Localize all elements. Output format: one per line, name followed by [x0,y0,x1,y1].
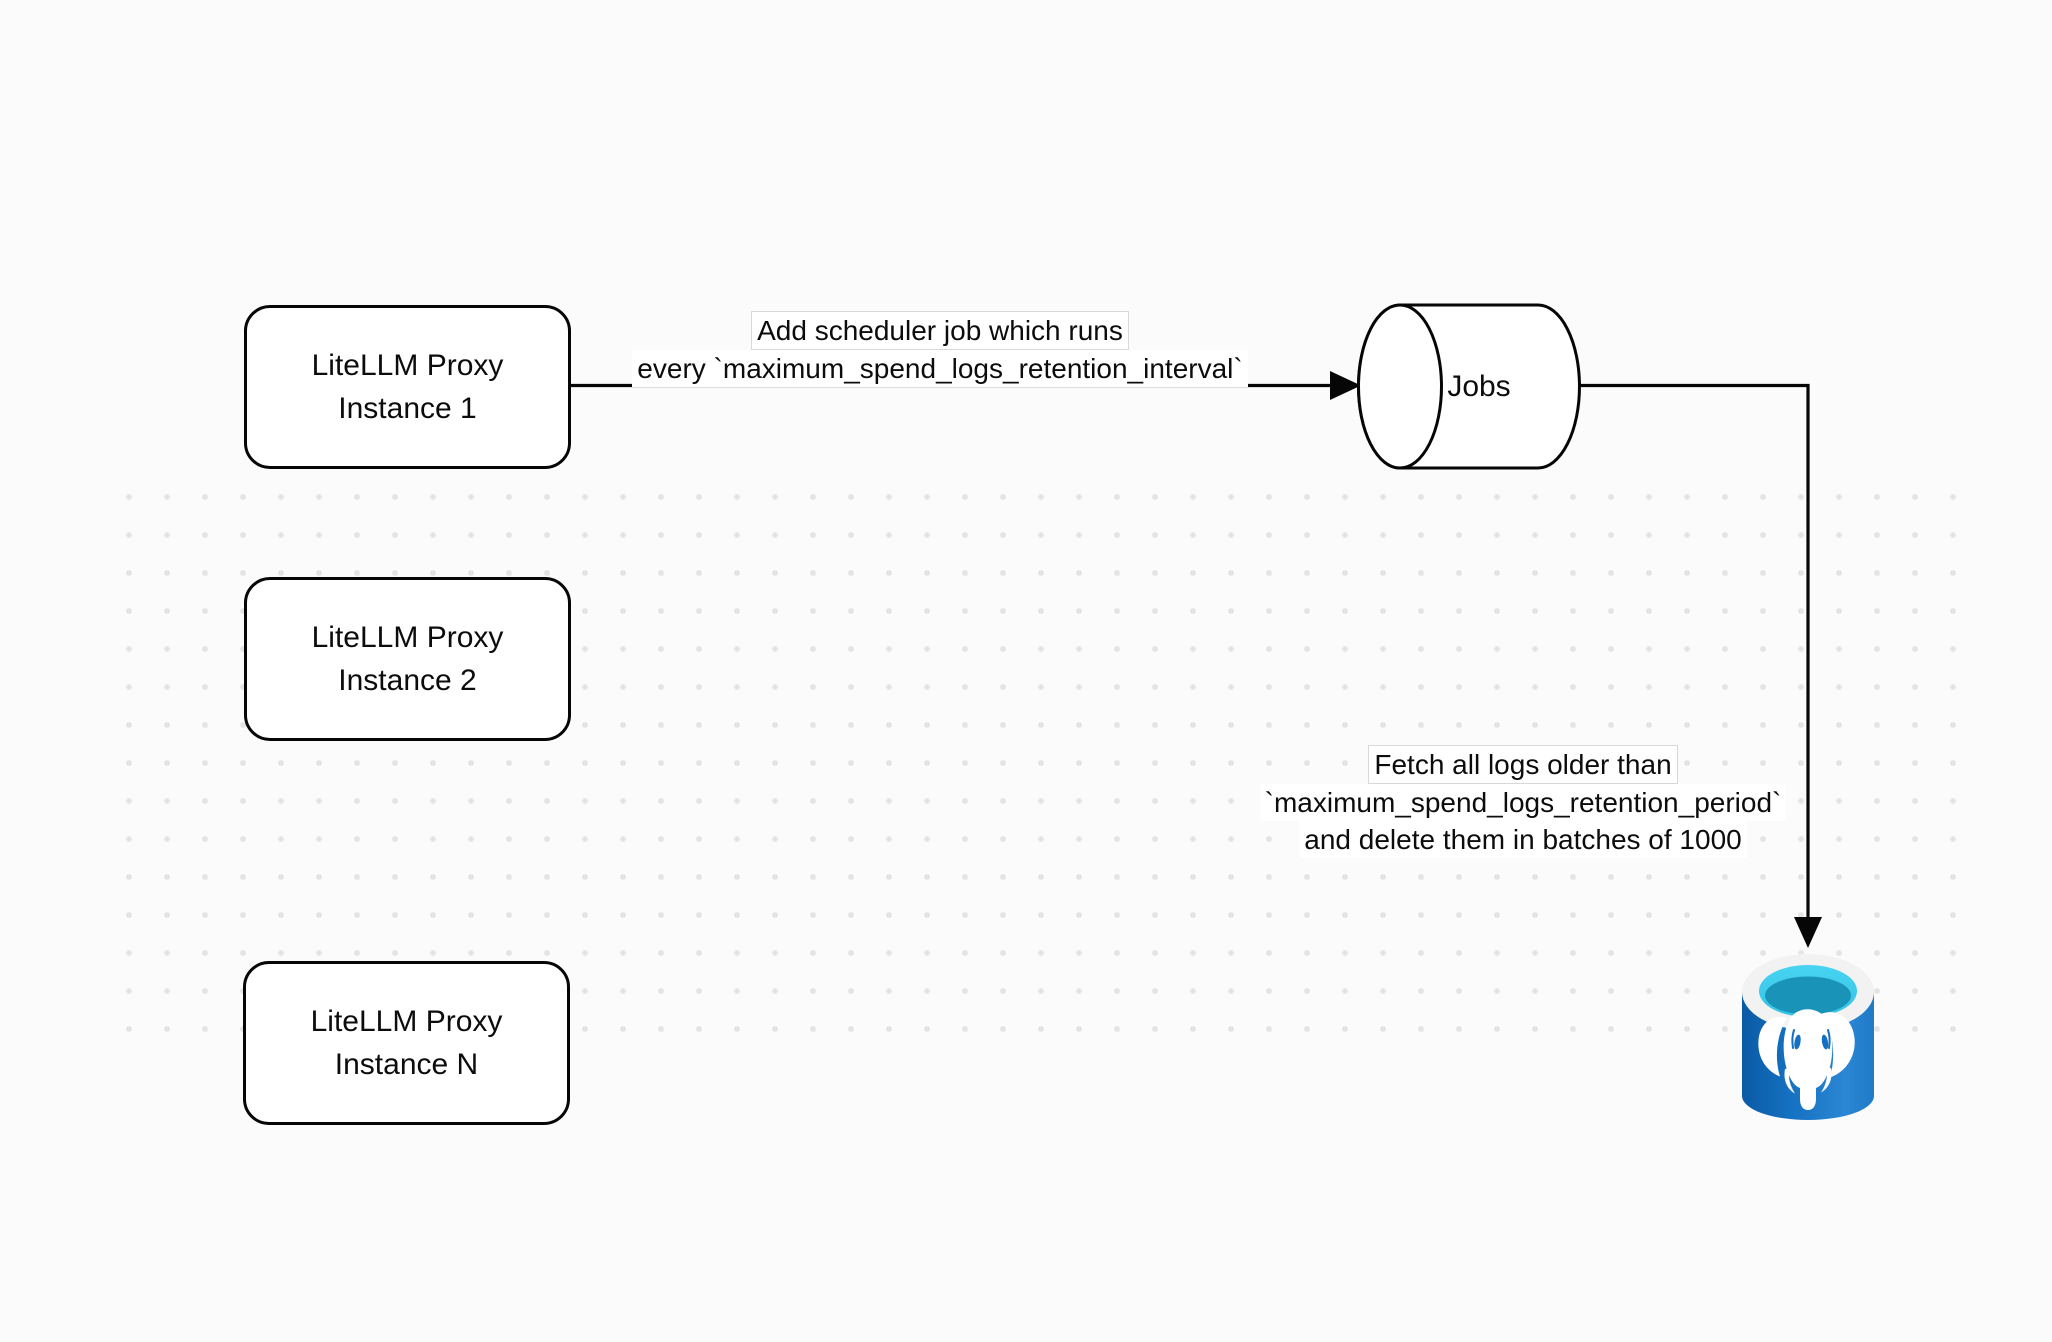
jobs-cylinder[interactable] [1357,303,1581,470]
node-label-line: Instance N [334,1048,479,1081]
edge-label-line: every `maximum_spend_logs_retention_inte… [632,350,1248,387]
edge-label-line: `maximum_spend_logs_retention_period` [1259,784,1787,821]
node-litellm-proxy-instance-n[interactable]: LiteLLM Proxy Instance N [243,961,570,1125]
node-label-line: Jobs [1447,369,1511,403]
edge-label-fetch-logs[interactable]: Fetch all logs older than `maximum_spend… [1193,745,1853,858]
edge-label-line: and delete them in batches of 1000 [1299,821,1747,858]
node-label-line: Instance 1 [338,392,477,425]
arrowhead-icon [1330,371,1361,400]
node-label-line: LiteLLM Proxy [310,1005,503,1038]
node-litellm-proxy-instance-1[interactable]: LiteLLM Proxy Instance 1 [244,305,571,469]
arrow-jobs-to-postgres[interactable] [1580,383,1822,949]
arrowhead-icon [1794,917,1822,948]
node-label-line: Instance 2 [338,664,477,697]
jobs-node-label[interactable]: Jobs [1379,305,1579,468]
edge-label-add-scheduler[interactable]: Add scheduler job which runs every `maxi… [610,311,1270,387]
edge-label-line: Add scheduler job which runs [751,311,1129,350]
postgres-elephant-icon [1758,1009,1855,1110]
postgresql-icon[interactable] [1741,950,1875,1122]
edge-label-line: Fetch all logs older than [1368,745,1678,784]
postgres-cylinder-water-deep [1765,976,1851,1015]
node-litellm-proxy-instance-2[interactable]: LiteLLM Proxy Instance 2 [244,577,571,741]
node-label-line: LiteLLM Proxy [311,349,504,382]
node-label-line: LiteLLM Proxy [311,621,504,654]
